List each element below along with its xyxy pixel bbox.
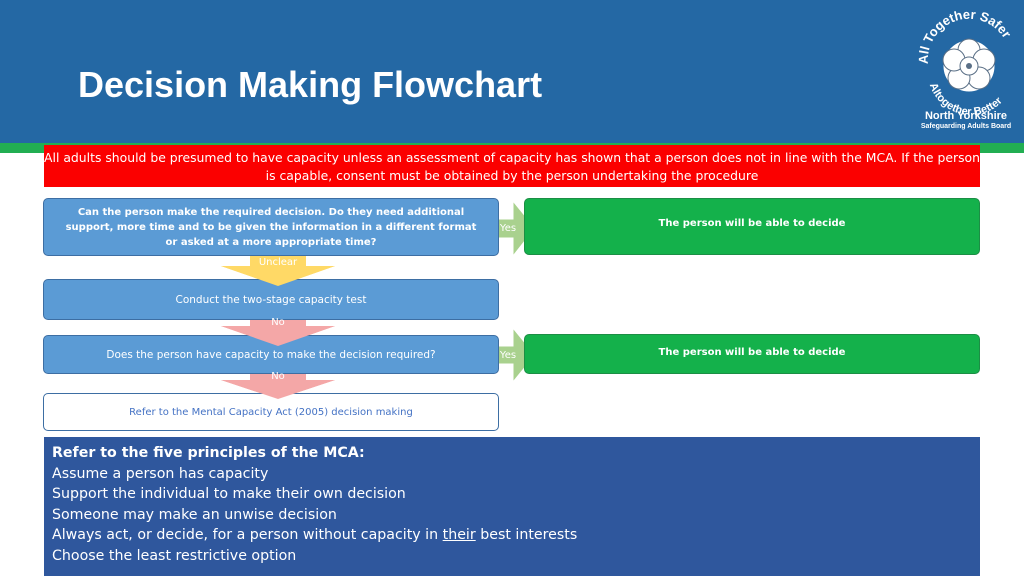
principle-item: Always act, or decide, for a person with… [52,525,972,546]
principle-item: Assume a person has capacity [52,465,269,482]
principle-item: Choose the least restrictive option [52,547,297,564]
step-two-stage-test: Conduct the two-stage capacity test [43,279,499,320]
page-title: Decision Making Flowchart [78,64,543,105]
step-refer-mca: Refer to the Mental Capacity Act (2005) … [43,393,499,431]
principles-title: Refer to the five principles of the MCA: [52,445,365,461]
mca-principles-panel: Refer to the five principles of the MCA:… [44,437,980,576]
unclear-label: Unclear [258,257,298,268]
principle-item: Someone may make an unwise decision [52,506,337,523]
logo-org-name: North Yorkshire [924,110,1008,122]
question-can-decide: Can the person make the required decisio… [43,198,499,256]
result-able-to-decide-1: The person will be able to decide [524,198,980,255]
header-bar [0,0,1024,143]
yes-label-1: Yes [499,223,517,234]
principle-item-4-post: best interests [475,527,578,543]
principle-item-4-underlined: their [442,527,476,543]
no-label-2: No [271,371,285,382]
nysab-logo: All Together Safer Altogether Better [916,8,1015,118]
principle-item: Support the individual to make their own… [52,486,406,502]
yes-label-2: Yes [499,350,517,361]
capacity-notice-banner: All adults should be presumed to have ca… [44,145,980,187]
principle-item-4-pre: Always act, or decide, for a person with… [52,527,443,543]
logo-org-subtitle: Safeguarding Adults Board [920,123,1012,130]
no-label-1: No [271,317,285,328]
question-has-capacity: Does the person have capacity to make th… [43,335,499,374]
result-able-to-decide-2: The person will be able to decide [524,334,980,374]
rose-icon [942,38,996,93]
